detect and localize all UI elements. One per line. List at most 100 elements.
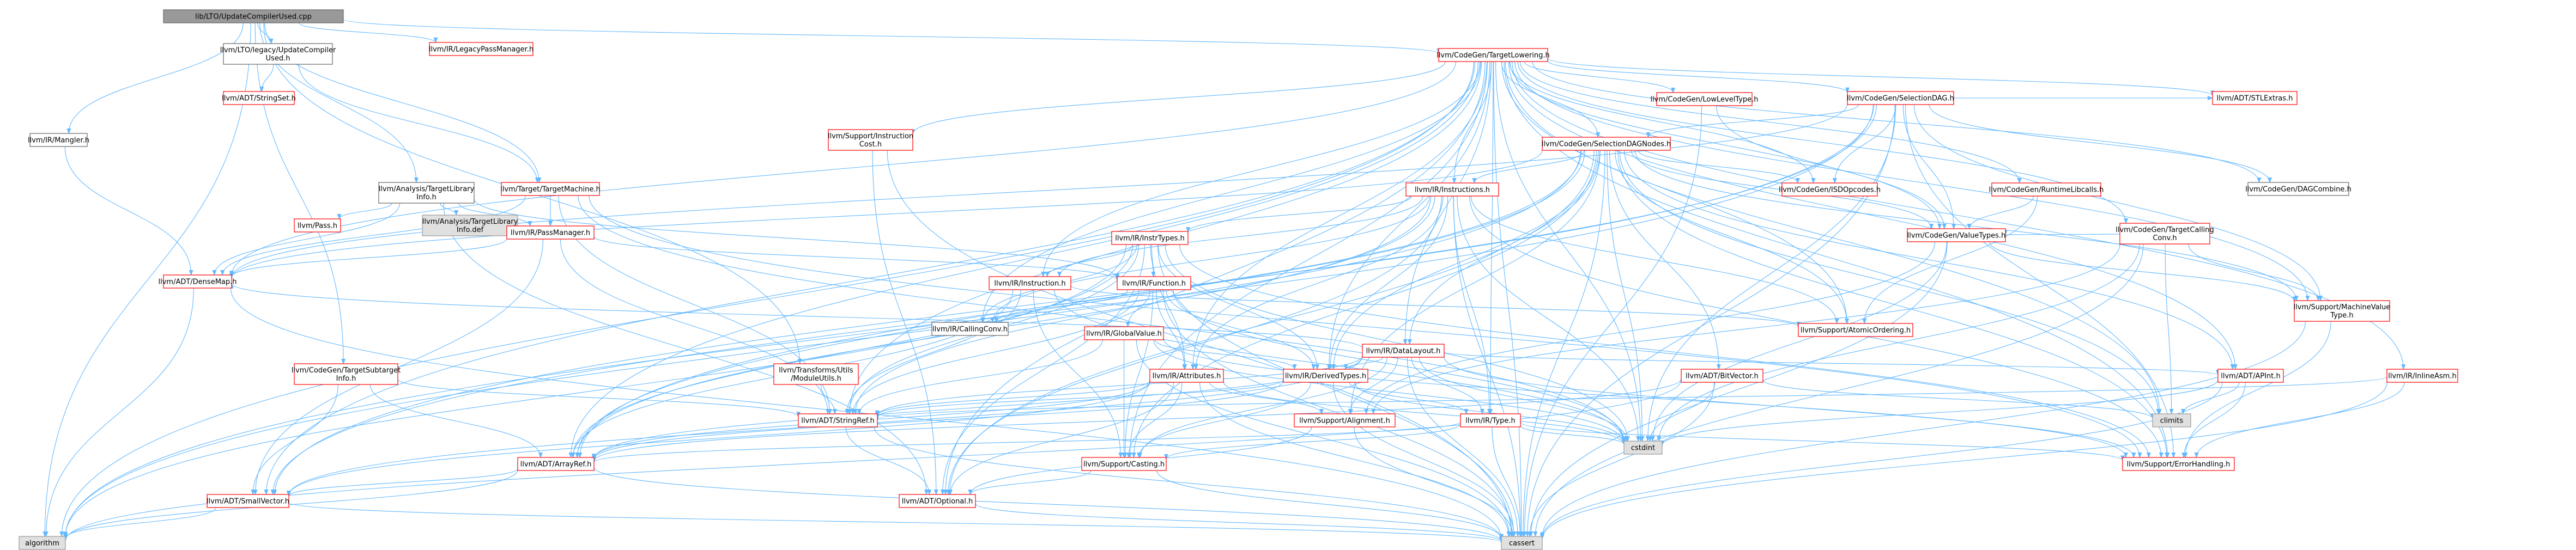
node-label-arrayRef-0: llvm/ADT/ArrayRef.h — [520, 461, 592, 469]
edge-targetLowering-to-selDAG — [1547, 60, 1850, 93]
edge-attributes-to-casting — [1126, 382, 1183, 458]
edge-derivedTypes-to-irType — [1349, 382, 1469, 414]
node-arrayRef[interactable]: llvm/ADT/ArrayRef.h — [517, 457, 595, 471]
node-function[interactable]: llvm/IR/Function.h — [1117, 276, 1191, 290]
node-box-casting — [1081, 457, 1167, 471]
edge-dataLayout-to-errorHandling — [1444, 356, 2136, 458]
edge-selDAGNodes-to-algorithm — [63, 150, 1581, 538]
node-box-dagCombine — [2247, 182, 2349, 196]
node-stringRef[interactable]: llvm/ADT/StringRef.h — [798, 413, 878, 427]
edge-bitVector-to-cstdint — [1648, 382, 1716, 442]
node-dataLayout[interactable]: llvm/IR/DataLayout.h — [1362, 344, 1445, 358]
edge-arrayRef-to-smallVector — [287, 468, 518, 497]
edge-dataLayout-to-stringRef — [875, 356, 1363, 417]
edge-instructions-to-instruction — [1057, 195, 1423, 277]
node-targetLowering[interactable]: llvm/CodeGen/TargetLowering.h — [1437, 48, 1550, 62]
node-optional[interactable]: llvm/ADT/Optional.h — [899, 494, 976, 508]
node-atomicOrdering[interactable]: llvm/Support/AtomicOrdering.h — [1798, 323, 1913, 337]
node-stringSet[interactable]: llvm/ADT/StringSet.h — [222, 91, 296, 105]
node-stlExtras[interactable]: llvm/ADT/STLExtras.h — [2212, 91, 2298, 105]
edge-apInt-to-cstdint — [1660, 380, 2219, 446]
node-alignment[interactable]: llvm/Support/Alignment.h — [1294, 413, 1396, 427]
node-runtimeLibcalls[interactable]: llvm/CodeGen/RuntimeLibcalls.h — [1989, 182, 2104, 197]
node-instrTypes[interactable]: llvm/IR/InstrTypes.h — [1111, 231, 1189, 245]
node-pass[interactable]: llvm/Pass.h — [294, 218, 341, 233]
node-label-isdOpcodes-0: llvm/CodeGen/ISDOpcodes.h — [1779, 186, 1881, 194]
edge-instructions-to-callingConv — [990, 195, 1431, 323]
node-box-smallVector — [207, 494, 289, 508]
node-box-runtimeLibcalls — [1991, 182, 2101, 197]
node-isdOpcodes[interactable]: llvm/CodeGen/ISDOpcodes.h — [1779, 182, 1881, 197]
node-box-instrCost — [828, 129, 913, 151]
node-label-cstdint-0: cstdint — [1631, 444, 1655, 453]
node-ltoUCU[interactable]: llvm/LTO/legacy/UpdateCompilerUsed.h — [220, 43, 336, 65]
node-moduleUtils[interactable]: llvm/Transforms/Utils/ModuleUtils.h — [773, 363, 859, 385]
edge-ltoUCU-to-targetMachine — [298, 64, 540, 183]
node-box-moduleUtils — [773, 363, 859, 385]
edge-targetLowering-to-atomicOrdering — [1501, 61, 1850, 324]
edge-targetLowering-to-runtimeLibcalls — [1519, 61, 2022, 184]
edge-selDAGNodes-to-errorHandling — [1617, 150, 2169, 458]
edge-mangler-to-denseMap — [64, 146, 193, 276]
node-inlineAsm[interactable]: llvm/IR/InlineAsm.h — [2386, 369, 2458, 383]
node-legacyPM[interactable]: llvm/IR/LegacyPassManager.h — [429, 42, 534, 56]
node-lowLevelType[interactable]: llvm/CodeGen/LowLevelType.h — [1650, 92, 1759, 106]
node-box-stringRef — [798, 413, 878, 427]
edge-passManager-to-stringRef — [560, 239, 831, 414]
edge-selDAGNodes-to-isdOpcodes — [1638, 150, 1800, 184]
node-denseMap[interactable]: llvm/ADT/DenseMap.h — [158, 274, 237, 289]
edge-casting-to-optional — [968, 470, 1092, 495]
node-attributes[interactable]: llvm/IR/Attributes.h — [1149, 369, 1224, 383]
edge-targetLowering-to-instructions — [1452, 61, 1492, 184]
edge-function-to-callingConv — [994, 289, 1128, 323]
edge-selDAG-to-smallVector — [272, 104, 1874, 495]
edge-function-to-cstdint — [1173, 289, 1626, 442]
node-selDAG[interactable]: llvm/CodeGen/SelectionDAG.h — [1847, 91, 1954, 105]
node-label-targetMachine-0: llvm/Target/TargetMachine.h — [500, 186, 601, 194]
node-label-selDAGNodes-0: llvm/CodeGen/SelectionDAGNodes.h — [1542, 140, 1671, 149]
node-root[interactable]: lib/LTO/UpdateCompilerUsed.cpp — [163, 9, 344, 23]
edge-function-to-attributes — [1156, 289, 1187, 370]
node-passManager[interactable]: llvm/IR/PassManager.h — [506, 225, 595, 240]
node-mangler[interactable]: llvm/IR/Mangler.h — [28, 133, 89, 147]
node-instructions[interactable]: llvm/IR/Instructions.h — [1405, 182, 1499, 197]
node-label-casting-0: llvm/Support/Casting.h — [1083, 461, 1165, 469]
node-instruction[interactable]: llvm/IR/Instruction.h — [989, 276, 1071, 290]
edge-bitVector-to-cassert — [1527, 382, 1715, 537]
node-errorHandling[interactable]: llvm/Support/ErrorHandling.h — [2122, 457, 2235, 471]
node-climits: climits — [2152, 413, 2191, 427]
node-box-root — [163, 9, 344, 23]
node-label-machineValueType-1: Type.h — [2330, 311, 2353, 320]
edge-passManager-to-denseMap — [229, 238, 507, 278]
edge-targetCallingConv-to-alignment — [1371, 243, 2120, 414]
edge-instrTypes-to-algorithm — [63, 244, 1126, 537]
node-box-apInt — [2217, 369, 2284, 383]
node-valueTypes[interactable]: llvm/CodeGen/ValueTypes.h — [1907, 228, 2006, 242]
node-apInt[interactable]: llvm/ADT/APInt.h — [2217, 369, 2284, 383]
edge-instructions-to-instrTypes — [1186, 195, 1412, 233]
node-label-apInt-0: llvm/ADT/APInt.h — [2221, 372, 2280, 381]
node-callingConv[interactable]: llvm/IR/CallingConv.h — [931, 322, 1009, 336]
node-label-irType-0: llvm/IR/Type.h — [1465, 417, 1515, 425]
node-irType[interactable]: llvm/IR/Type.h — [1460, 413, 1521, 427]
node-label-targetCallingConv-0: llvm/CodeGen/TargetCalling — [2116, 226, 2214, 234]
node-casting[interactable]: llvm/Support/Casting.h — [1081, 457, 1167, 471]
node-selDAGNodes[interactable]: llvm/CodeGen/SelectionDAGNodes.h — [1542, 137, 1671, 151]
node-smallVector[interactable]: llvm/ADT/SmallVector.h — [207, 494, 289, 508]
node-derivedTypes[interactable]: llvm/IR/DerivedTypes.h — [1283, 369, 1368, 383]
node-bitVector[interactable]: llvm/ADT/BitVector.h — [1681, 369, 1763, 383]
node-targetMachine[interactable]: llvm/Target/TargetMachine.h — [500, 182, 601, 196]
node-label-instrCost-1: Cost.h — [859, 140, 882, 149]
edge-layer — [43, 19, 2406, 543]
node-label-dataLayout-0: llvm/IR/DataLayout.h — [1366, 347, 1441, 356]
node-dagCombine[interactable]: llvm/CodeGen/DAGCombine.h — [2245, 182, 2351, 196]
node-globalValue[interactable]: llvm/IR/GlobalValue.h — [1084, 326, 1164, 340]
node-box-cstdint — [1623, 441, 1663, 455]
node-label-cassert-0: cassert — [1509, 540, 1535, 548]
node-label-runtimeLibcalls-0: llvm/CodeGen/RuntimeLibcalls.h — [1989, 186, 2104, 194]
